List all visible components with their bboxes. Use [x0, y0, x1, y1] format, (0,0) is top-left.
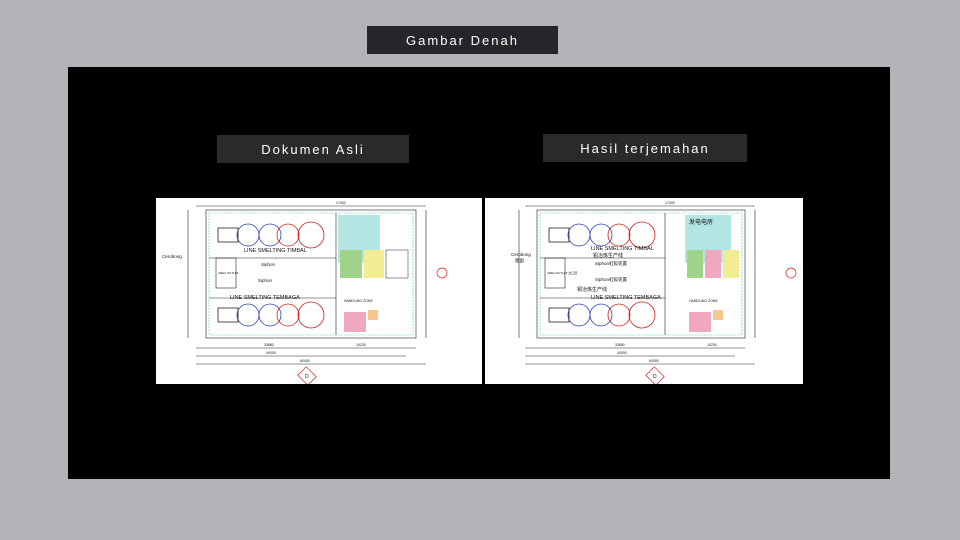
siphon-label-2: Siphon虹吸装置	[595, 276, 628, 283]
line-top-label: LINE SMELTING TIMBAL	[244, 248, 307, 254]
area-outlet-label: AREA OUTLET 出口区	[547, 270, 577, 275]
line-top-label: LINE SMELTING TIMBAL	[591, 246, 654, 252]
handling-zone-label: HANDLING ZONE	[689, 299, 718, 303]
dim-right: 10230	[707, 343, 717, 347]
section-mark: D	[305, 374, 309, 380]
section-mark: D	[653, 374, 657, 380]
siphon-label-1: Siphon虹吸装置	[595, 260, 628, 267]
handling-zone-label: HANDLING ZONE	[344, 299, 373, 303]
dim-top: 17400	[665, 201, 675, 205]
line-top-cn-label: 铅冶炼生产线	[593, 252, 623, 259]
dim-bottom-1: 33680	[264, 343, 274, 347]
line-bottom-cn-label: 铜冶炼生产线	[577, 286, 607, 293]
translated-label: Hasil terjemahan	[543, 134, 747, 162]
cerobong-cn-label: 烟囱	[515, 257, 524, 264]
dim-bottom-1: 33680	[615, 343, 625, 347]
dim-top: 17400	[336, 201, 346, 205]
line-bottom-label: LINE SMELTING TEMBAGA	[230, 295, 300, 301]
page-title: Gambar Denah	[367, 26, 558, 54]
power-room-label: 发电电房	[689, 218, 713, 226]
dim-bottom-2: 40000	[266, 351, 276, 355]
cerobong-label: Cerobong	[162, 254, 182, 259]
line-bottom-label: LINE SMELTING TEMBAGA	[591, 295, 661, 301]
dim-bottom-2: 40000	[617, 351, 627, 355]
cerobong-label: Cerobong	[511, 252, 531, 257]
translated-floor-plan: LINE SMELTING TIMBAL 铅冶炼生产线 Siphon虹吸装置 S…	[485, 198, 803, 384]
dim-bottom-3: 60000	[649, 359, 659, 363]
dim-bottom-3: 60000	[300, 359, 310, 363]
siphon-label-2: Siphon	[258, 278, 273, 283]
area-outlet-label: AREA OUTLET	[218, 271, 239, 275]
translated-floor-plan-drawing: LINE SMELTING TIMBAL 铅冶炼生产线 Siphon虹吸装置 S…	[511, 201, 797, 384]
siphon-label-1: Siphon	[261, 262, 276, 267]
original-floor-plan: LINE SMELTING TIMBAL Siphon Siphon LINE …	[156, 198, 482, 384]
dim-right: 10230	[356, 343, 366, 347]
original-label: Dokumen Asli	[217, 135, 409, 163]
original-floor-plan-drawing: LINE SMELTING TIMBAL Siphon Siphon LINE …	[162, 201, 448, 384]
